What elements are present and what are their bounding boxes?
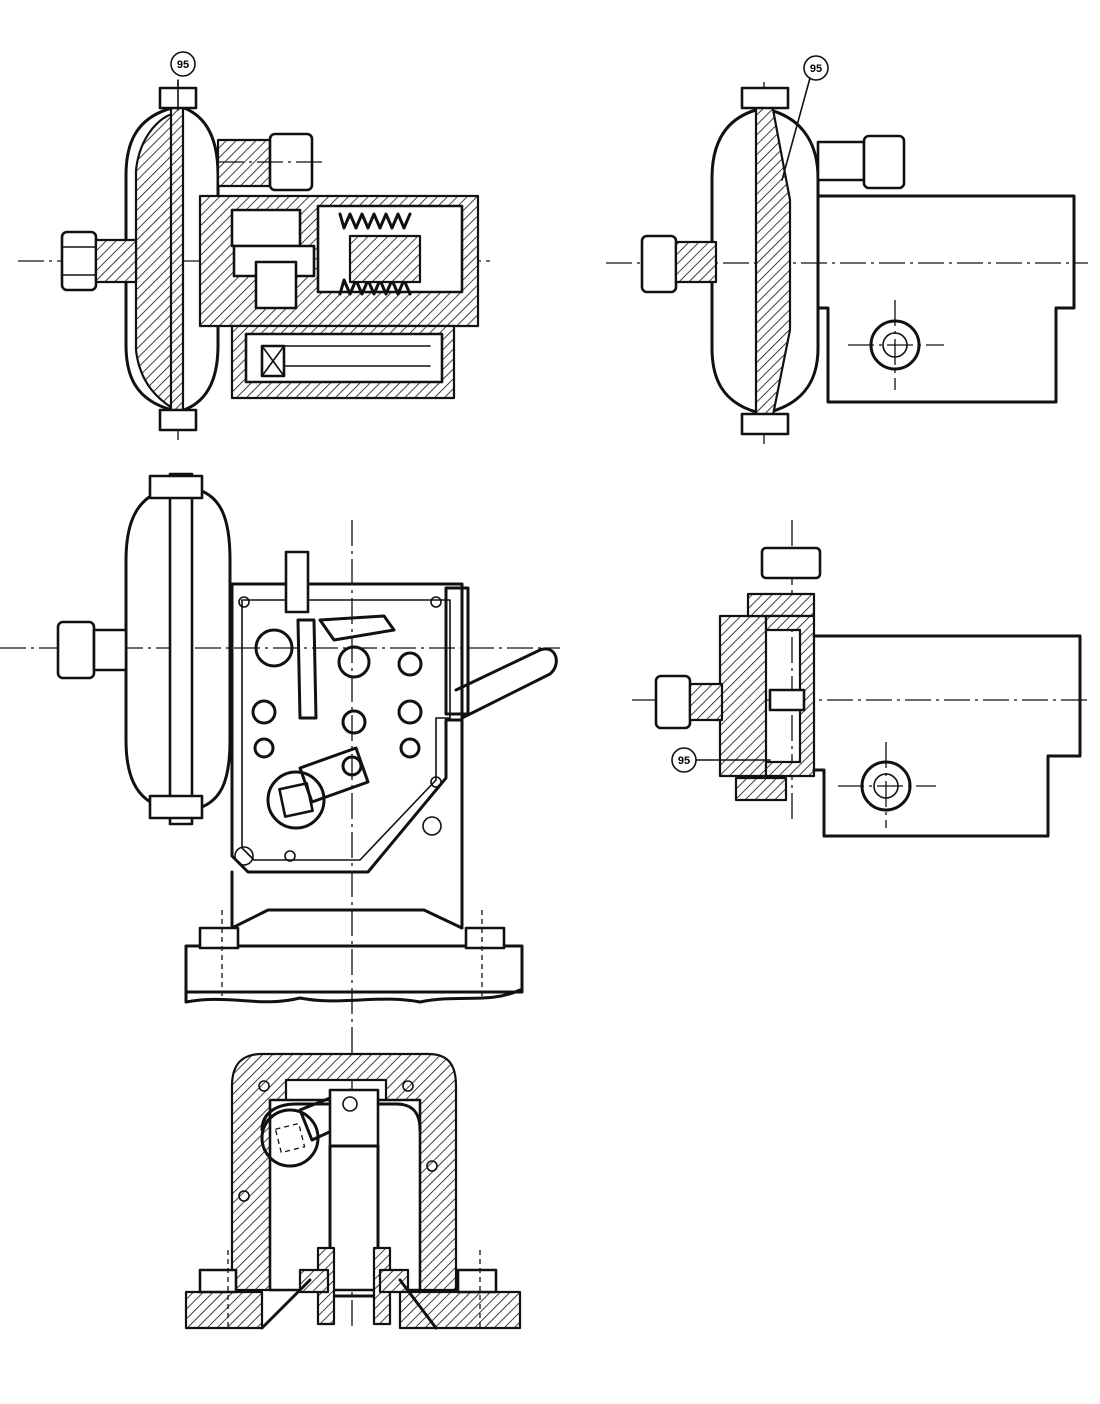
callout-circle — [803, 55, 829, 81]
callout-circle — [671, 747, 697, 773]
view-top-left-section: 95 — [18, 51, 490, 440]
callout-circle — [170, 51, 196, 77]
view-bottom-section — [184, 1052, 522, 1330]
view-mid-right: 95 — [632, 520, 1088, 838]
callout-label: 95 — [678, 755, 690, 767]
view-top-right: 95 — [606, 55, 1088, 444]
callout-label: 95 — [177, 59, 189, 71]
view-mid-left-front — [0, 472, 560, 1330]
callout-label: 95 — [810, 63, 822, 75]
